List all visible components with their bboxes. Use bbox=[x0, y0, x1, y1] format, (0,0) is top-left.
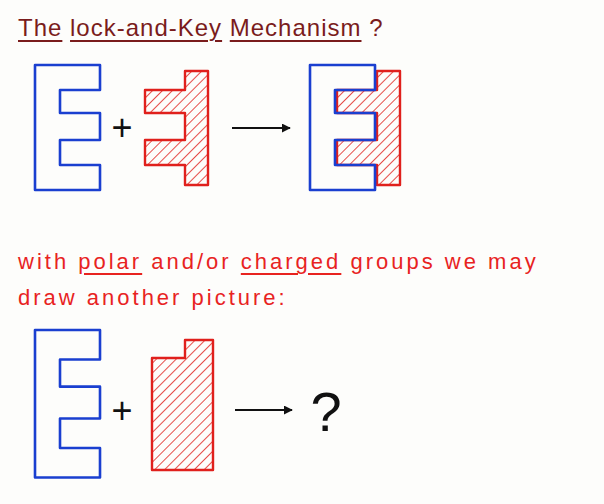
enzyme-shape bbox=[35, 65, 100, 190]
question-mark: ? bbox=[310, 384, 341, 440]
title: The lock-and-Key Mechanism ? bbox=[18, 14, 384, 42]
complex-key bbox=[337, 71, 400, 185]
text-word: + bbox=[111, 107, 132, 148]
text-word: ? bbox=[369, 14, 383, 41]
text-word bbox=[436, 249, 445, 274]
reaction-arrow bbox=[235, 409, 292, 411]
plus-sign: + bbox=[111, 110, 132, 146]
text-word: The bbox=[18, 14, 62, 41]
text-word: with bbox=[18, 249, 69, 274]
text-word bbox=[62, 14, 70, 41]
text-word bbox=[232, 249, 241, 274]
text-word bbox=[341, 249, 350, 274]
note-text: with polar and/or charged groups we may … bbox=[18, 244, 590, 316]
text-word bbox=[222, 14, 230, 41]
polar-substrate bbox=[152, 340, 213, 470]
text-word: Mechanism bbox=[230, 14, 362, 41]
text-word: another bbox=[87, 285, 183, 310]
text-word: and/or bbox=[151, 249, 231, 274]
text-word: lock-and-Key bbox=[70, 14, 222, 41]
text-word bbox=[142, 249, 151, 274]
text-word bbox=[361, 14, 369, 41]
enzyme-shape bbox=[35, 330, 100, 478]
text-word: ? bbox=[310, 380, 341, 443]
text-word bbox=[182, 285, 191, 310]
reaction-arrow bbox=[232, 127, 290, 129]
text-word bbox=[69, 249, 78, 274]
text-word: charged bbox=[241, 249, 342, 274]
text-word bbox=[479, 249, 488, 274]
text-word: groups bbox=[350, 249, 435, 274]
text-word: polar bbox=[78, 249, 142, 274]
text-word: we bbox=[445, 249, 479, 274]
text-word: may bbox=[488, 249, 539, 274]
text-word: picture: bbox=[192, 285, 288, 310]
complex-enzyme bbox=[310, 65, 375, 190]
text-word: draw bbox=[18, 285, 78, 310]
plus-sign: + bbox=[111, 393, 132, 429]
substrate-key bbox=[145, 71, 208, 185]
text-word bbox=[78, 285, 87, 310]
text-word: + bbox=[111, 390, 132, 431]
